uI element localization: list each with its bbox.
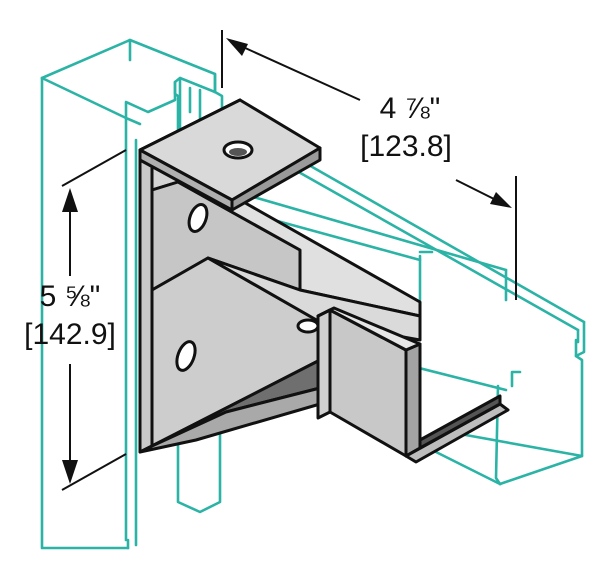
bottom-rail-dark bbox=[418, 394, 502, 450]
arrowhead-icon bbox=[226, 38, 248, 56]
top-flange-side bbox=[138, 148, 234, 212]
bolt-hole-inner-icon bbox=[229, 148, 247, 156]
width-dimension: 4 ⅞" [123.8] bbox=[221, 30, 517, 300]
bolt-hole-icon bbox=[296, 318, 320, 334]
width-imperial-label: 4 ⅞" bbox=[380, 92, 441, 125]
arrowhead-icon bbox=[62, 188, 78, 212]
bolt-hole-icon bbox=[187, 203, 209, 233]
bolt-holes bbox=[175, 140, 320, 372]
end-tab-top bbox=[316, 306, 422, 352]
end-tab-front bbox=[316, 308, 332, 420]
arrowhead-icon bbox=[490, 192, 512, 208]
seat-floor bbox=[206, 256, 422, 342]
width-metric-label: [123.8] bbox=[360, 130, 452, 163]
bracket bbox=[138, 98, 510, 464]
height-imperial-label: 5 ⅝" bbox=[40, 280, 101, 313]
height-dimension: 5 ⅝" [142.9] bbox=[24, 149, 127, 491]
height-metric-label: [142.9] bbox=[24, 318, 116, 351]
end-tab-side bbox=[404, 342, 422, 458]
arrowhead-icon bbox=[62, 460, 78, 484]
bolt-hole-icon bbox=[175, 340, 197, 372]
